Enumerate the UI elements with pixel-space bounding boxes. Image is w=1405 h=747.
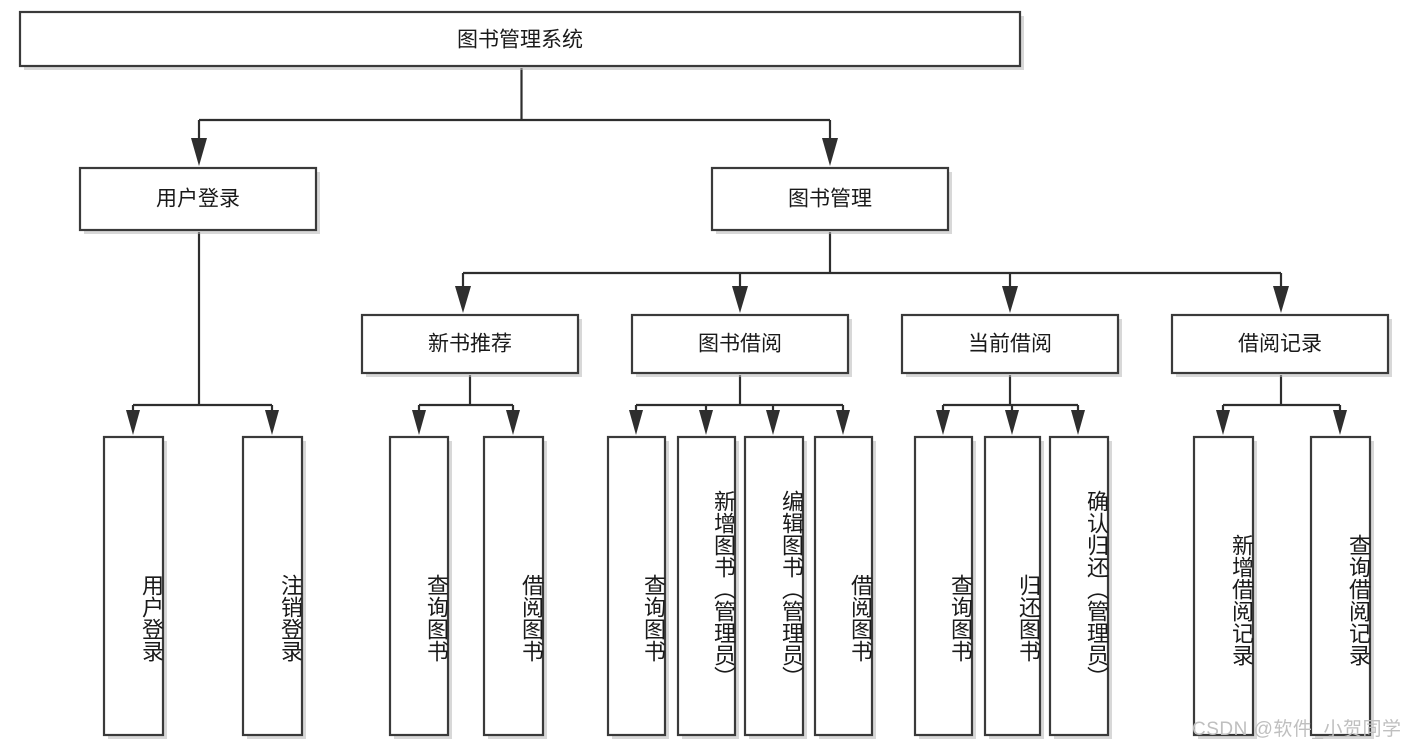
node-book-borrow[interactable]: 图书借阅 (630, 313, 852, 377)
arrow-to-leaf-confirm-return (1071, 410, 1085, 435)
node-book-management[interactable]: 图书管理 (710, 166, 952, 234)
arrow-to-leaf-query-book-3 (936, 410, 950, 435)
node-new-book-recommend-box[interactable] (360, 313, 580, 375)
node-leaf-add-book-box[interactable] (676, 435, 737, 737)
arrow-to-leaf-user-login (126, 410, 140, 435)
arrow-to-leaf-logout-login (265, 410, 279, 435)
node-user-login-label: 用户登录 (156, 188, 240, 211)
edge-group-user-login (126, 232, 279, 435)
node-leaf-edit-book-box[interactable] (743, 435, 805, 737)
node-leaf-confirm-return-box[interactable] (1048, 435, 1110, 737)
arrow-to-current-borrow (1002, 286, 1018, 313)
node-leaf-query-book-3-box[interactable] (913, 435, 974, 737)
node-book-management-box[interactable] (710, 166, 950, 232)
node-borrow-record-label: 借阅记录 (1238, 333, 1322, 356)
node-leaf-borrow-book-2-box[interactable] (813, 435, 874, 737)
node-leaf-query-book-2-box[interactable] (606, 435, 667, 737)
node-book-borrow-label: 图书借阅 (698, 333, 782, 356)
node-root[interactable]: 图书管理系统 (18, 10, 1024, 70)
edge-group-current-borrow (936, 375, 1085, 435)
arrow-root-to-book-management (822, 138, 838, 166)
node-root-label: 图书管理系统 (457, 29, 583, 52)
edge-group-new-book-recommend (412, 375, 520, 435)
arrow-to-leaf-add-record (1216, 410, 1230, 435)
node-user-login[interactable]: 用户登录 (78, 166, 320, 234)
node-leaf-logout-login-box[interactable] (241, 435, 304, 737)
node-leaf-query-record-box[interactable] (1309, 435, 1372, 737)
node-borrow-record-box[interactable] (1170, 313, 1390, 375)
edge-group-book-management (455, 232, 1289, 313)
arrow-root-to-user-login (191, 138, 207, 166)
arrow-to-leaf-query-book-1 (412, 410, 426, 435)
node-user-login-box[interactable] (78, 166, 318, 232)
arrow-to-leaf-edit-book (766, 410, 780, 435)
node-book-borrow-box[interactable] (630, 313, 850, 375)
node-current-borrow-label: 当前借阅 (968, 333, 1052, 356)
node-book-management-label: 图书管理 (788, 188, 872, 211)
arrow-to-book-borrow (732, 286, 748, 313)
node-root-box[interactable] (18, 10, 1022, 68)
edge-group-borrow-record (1216, 375, 1347, 435)
edge-group-book-borrow (629, 375, 850, 435)
node-leaf-query-book-1-box[interactable] (388, 435, 450, 737)
node-new-book-recommend[interactable]: 新书推荐 (360, 313, 582, 377)
arrow-to-leaf-add-book (699, 410, 713, 435)
arrow-to-leaf-return-book (1005, 410, 1019, 435)
edge-group-root (191, 68, 838, 166)
node-current-borrow[interactable]: 当前借阅 (900, 313, 1122, 377)
arrow-to-new-book-recommend (455, 286, 471, 313)
arrow-to-leaf-borrow-book-1 (506, 410, 520, 435)
node-leaf-add-record-box[interactable] (1192, 435, 1255, 737)
arrow-to-leaf-query-record (1333, 410, 1347, 435)
node-leaf-user-login-box[interactable] (102, 435, 165, 737)
node-leaf-borrow-book-1-box[interactable] (482, 435, 545, 737)
node-leaf-return-book-box[interactable] (983, 435, 1042, 737)
arrow-to-leaf-query-book-2 (629, 410, 643, 435)
arrow-to-borrow-record (1273, 286, 1289, 313)
leaf-boxes (102, 435, 1374, 739)
node-borrow-record[interactable]: 借阅记录 (1170, 313, 1392, 377)
node-new-book-recommend-label: 新书推荐 (428, 333, 512, 356)
arrow-to-leaf-borrow-book-2 (836, 410, 850, 435)
node-current-borrow-box[interactable] (900, 313, 1120, 375)
